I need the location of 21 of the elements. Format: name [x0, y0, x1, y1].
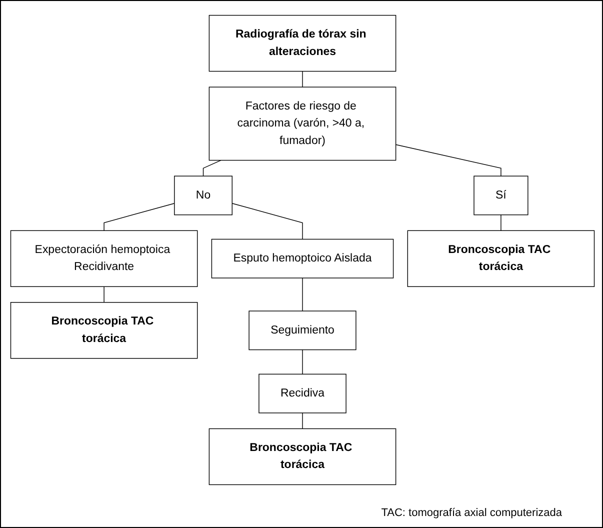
node-box: Esputo hemoptoico Aislada — [211, 238, 394, 278]
node-box: No — [174, 176, 232, 216]
node-box: Recidiva — [258, 374, 346, 414]
connector — [302, 278, 303, 312]
node-box: Expectoración hemoptoica Recidivante — [10, 230, 198, 287]
connector — [500, 214, 502, 231]
connector — [302, 70, 303, 88]
connector — [395, 144, 502, 176]
connector — [104, 203, 175, 231]
connector — [302, 349, 303, 375]
footnote: TAC: tomografía axial computerizada — [381, 507, 562, 519]
node-box: Seguimiento — [248, 310, 356, 350]
node-box: Factores de riesgo de carcinoma (varón, >40 a, fumador) — [208, 86, 396, 161]
connector — [232, 203, 303, 240]
node-box: Broncoscopia TAC torácica — [407, 230, 595, 287]
node-box: Broncoscopia TAC torácica — [10, 302, 198, 359]
node-box: Radiografía de tórax sin alteraciones — [208, 14, 396, 72]
node-box: Broncoscopia TAC torácica — [208, 428, 396, 486]
connector — [202, 160, 222, 176]
connector — [302, 412, 303, 430]
node-box: Sí — [474, 176, 528, 216]
